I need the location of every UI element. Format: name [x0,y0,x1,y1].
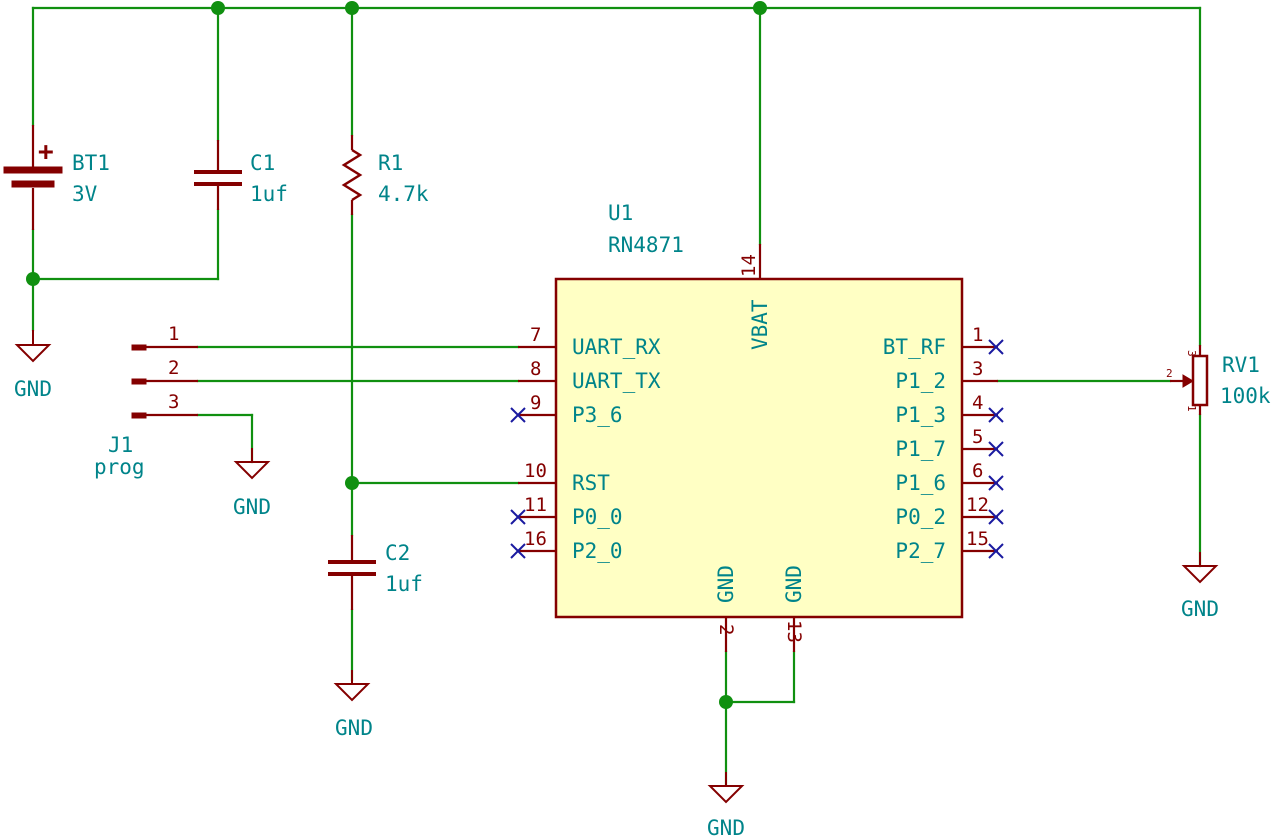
gnd-symbol: GND [233,448,271,519]
bt1-value: 3V [72,182,98,206]
resistor-r1: R1 4.7k [341,135,429,215]
connector-pin-stub [131,412,147,419]
pin-name: RST [572,471,610,495]
connector-pin-stub [131,344,147,351]
pin-number: 5 [972,426,983,448]
pin-name: VBAT [748,299,772,350]
rv1-pin-number: 3 [1185,350,1198,357]
no-connect-markers [510,339,1004,559]
pin-name: GND [714,565,738,603]
pin-number: 3 [972,358,983,380]
c2-value: 1uf [385,572,423,596]
junction-dot [211,1,225,15]
capacitor-c1: C1 1uf [194,140,288,210]
pin-name: P1_6 [895,471,946,495]
pin-number: 11 [524,494,547,516]
no-connect-x [510,407,526,423]
battery-plate-negative [11,180,55,188]
rv1-value: 100k [1220,384,1271,408]
r1-value: 4.7k [378,182,429,206]
ic-u1: U1 RN4871 14 VBAT 7 8 9 10 11 16 UART_RX… [518,201,998,652]
r1-ref: R1 [378,151,403,175]
battery-plate-positive [3,166,63,174]
pin-number: 1 [972,324,983,346]
gnd-label: GND [335,716,373,740]
pin-name: UART_RX [572,335,661,359]
potentiometer-body [1191,354,1209,407]
pin-number: 10 [524,460,547,482]
c1-ref: C1 [250,151,275,175]
pin-name: P1_2 [895,369,946,393]
j1-pin-number: 1 [168,323,179,345]
u1-value: RN4871 [608,233,684,257]
pin-name: P3_6 [572,403,623,427]
pin-number: 4 [972,392,983,414]
no-connect-x [510,543,526,559]
gnd-symbol: GND [14,330,52,401]
pin-name: GND [782,565,806,603]
u1-ref: U1 [608,201,633,225]
j1-ref: J1 [108,433,133,457]
j1-pin-number: 3 [168,391,179,413]
rv1-ref: RV1 [1222,353,1260,377]
pin-number: 16 [524,528,547,550]
gnd-label: GND [14,377,52,401]
pin-name: P0_2 [895,505,946,529]
pin-number: 12 [966,494,989,516]
pin-name: BT_RF [883,335,946,359]
j1-value: prog [94,455,145,479]
pin-number: 8 [530,358,541,380]
ic-body [554,277,964,619]
gnd-symbol: GND [707,772,745,838]
pin-number: 9 [530,392,541,414]
junctions [26,1,767,709]
battery-plus-sign: + [38,137,54,167]
pin-number: 2 [715,624,737,635]
capacitor-c2: C2 1uf [328,535,423,610]
pin-name: P2_7 [895,539,946,563]
gnd-label: GND [233,495,271,519]
pin-number: 13 [783,620,805,643]
pin-name: P2_0 [572,539,623,563]
rv1-pin-number: 2 [1166,367,1173,380]
no-connect-x [510,509,526,525]
no-connect-x [988,339,1004,355]
pin-name: P1_3 [895,403,946,427]
battery-bt1: + BT1 3V [3,125,110,230]
gnd-label: GND [1181,597,1219,621]
c2-ref: C2 [385,541,410,565]
junction-dot [719,695,733,709]
no-connect-x [988,475,1004,491]
gnd-symbol: GND [333,670,373,740]
gnd-label: GND [707,816,745,838]
junction-dot [26,272,40,286]
junction-dot [345,476,359,490]
resistor-zigzag [341,148,363,202]
connector-j1: 1 2 3 J1 prog [94,323,198,479]
pin-number: 14 [738,254,760,277]
rv1-pin-number: 1 [1185,405,1198,412]
potentiometer-rv1: 3 2 1 RV1 100k [1166,345,1271,415]
no-connect-x [988,407,1004,423]
connector-pin-stub [131,378,147,385]
pin-number: 7 [530,324,541,346]
junction-dot [345,1,359,15]
j1-pin-number: 2 [168,357,179,379]
no-connect-x [988,509,1004,525]
junction-dot [753,1,767,15]
wires [31,6,1202,787]
pin-name: P0_0 [572,505,623,529]
bt1-ref: BT1 [72,151,110,175]
c1-value: 1uf [250,182,288,206]
pin-number: 6 [972,460,983,482]
pin-number: 15 [966,528,989,550]
pin-name: UART_TX [572,369,661,393]
gnd-symbols: GND GND GND GND GND [14,330,1219,838]
no-connect-x [988,543,1004,559]
gnd-symbol: GND [1181,552,1219,621]
wiper-arrow [1182,374,1194,388]
no-connect-x [988,441,1004,457]
pin-name: P1_7 [895,437,946,461]
